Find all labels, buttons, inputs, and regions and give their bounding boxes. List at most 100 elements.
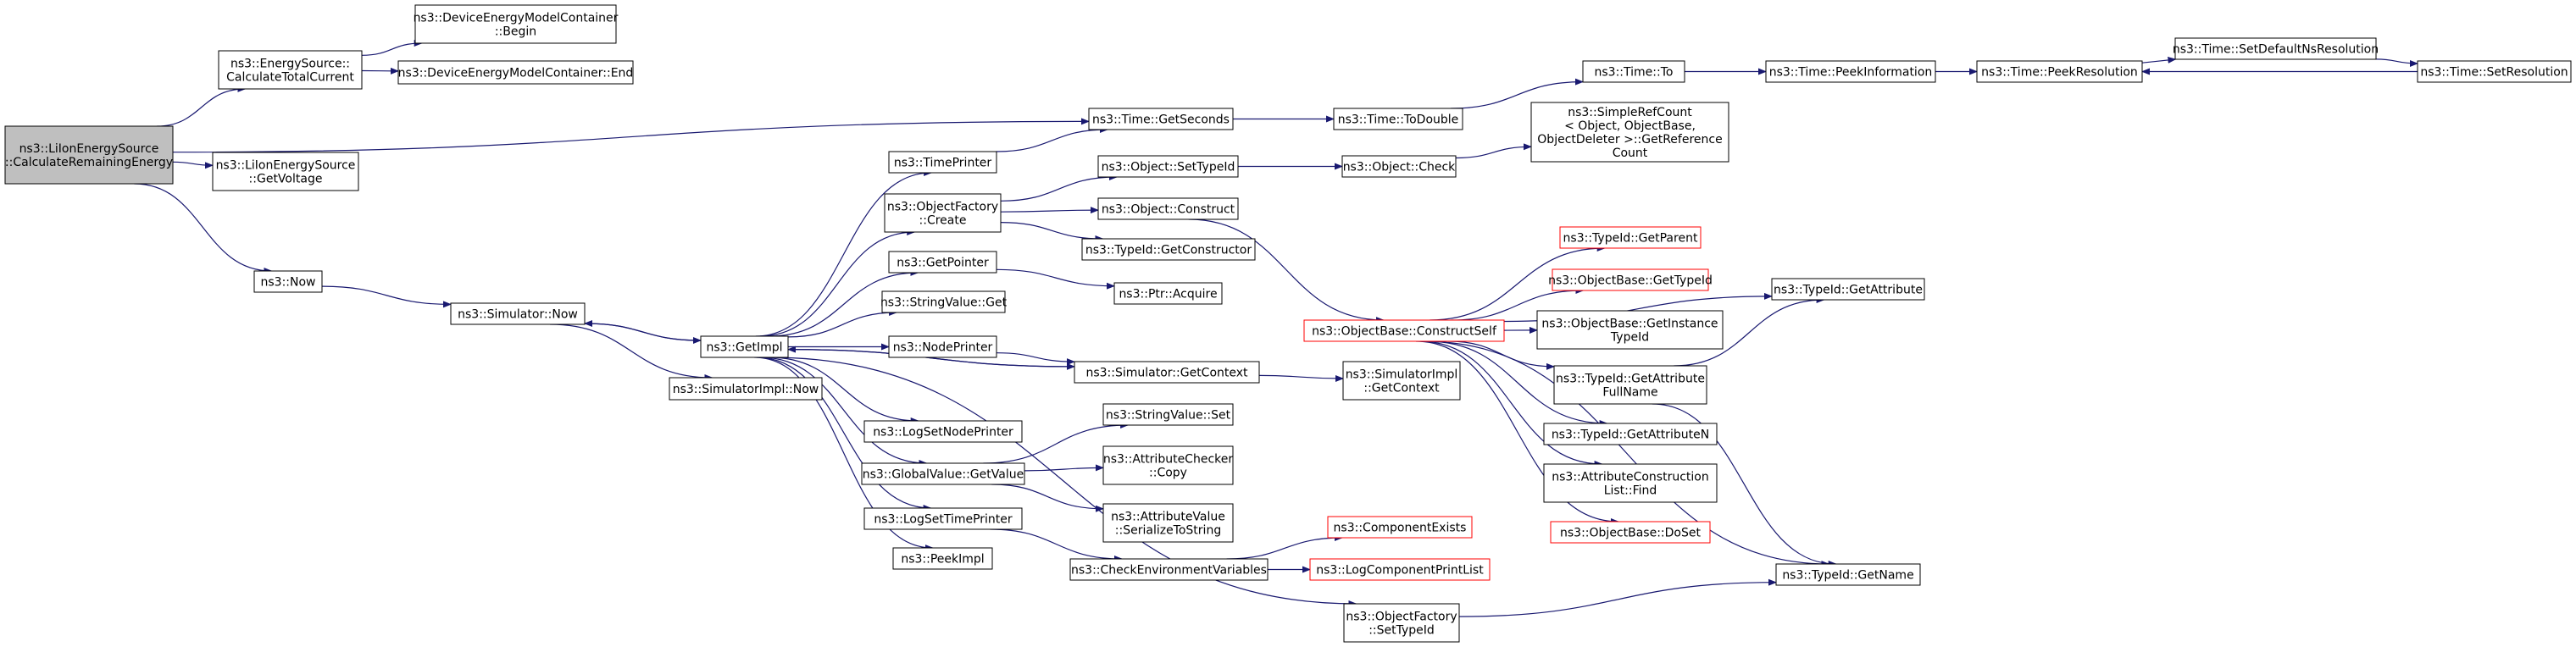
node-box[interactable]	[2174, 37, 2377, 60]
node-box[interactable]	[1976, 60, 2143, 83]
node-box[interactable]	[892, 547, 993, 570]
node-box[interactable]	[1327, 516, 1473, 539]
node-time_peekinfo[interactable]: ns3::Time::PeekInformation	[1765, 60, 1936, 83]
node-ptr_acquire[interactable]: ns3::Ptr::Acquire	[1113, 282, 1223, 305]
node-box[interactable]	[1771, 278, 1925, 301]
node-liion_getv[interactable]: ns3::LiIonEnergySource::GetVoltage	[212, 152, 359, 191]
node-box[interactable]	[1102, 403, 1234, 426]
node-time_todouble[interactable]: ns3::Time::ToDouble	[1333, 108, 1463, 130]
node-box[interactable]	[1309, 558, 1491, 581]
node-box[interactable]	[1543, 463, 1718, 503]
node-box[interactable]	[888, 251, 997, 274]
node-box[interactable]	[1543, 423, 1718, 445]
node-box[interactable]	[1069, 558, 1269, 581]
node-box[interactable]	[1303, 319, 1505, 342]
node-box[interactable]	[4, 125, 174, 185]
node-getpointer[interactable]: ns3::GetPointer	[888, 251, 997, 274]
node-logtimeprinter[interactable]: ns3::LogSetTimePrinter	[863, 507, 1023, 530]
node-logcompprint[interactable]: ns3::LogComponentPrintList	[1309, 558, 1491, 581]
node-box[interactable]	[863, 420, 1023, 443]
node-box[interactable]	[1765, 60, 1936, 83]
node-attrvalue_ser[interactable]: ns3::AttributeValue::SerializeToString	[1102, 503, 1234, 543]
node-sim_getcontext[interactable]: ns3::Simulator::GetContext	[1074, 361, 1260, 384]
node-obj_check[interactable]: ns3::Object::Check	[1341, 155, 1457, 178]
node-box[interactable]	[1530, 102, 1729, 163]
node-time_setdefns[interactable]: ns3::Time::SetDefaultNsResolution	[2173, 37, 2379, 60]
node-typeid_getparent[interactable]: ns3::TypeId::GetParent	[1559, 226, 1702, 249]
node-box[interactable]	[2417, 60, 2572, 83]
node-box[interactable]	[397, 60, 634, 85]
node-time_getseconds[interactable]: ns3::Time::GetSeconds	[1088, 108, 1234, 130]
node-box[interactable]	[881, 290, 1006, 313]
node-box[interactable]	[888, 151, 997, 174]
node-ob_constructself[interactable]: ns3::ObjectBase::ConstructSelf	[1303, 319, 1505, 342]
node-ob_gettypeid[interactable]: ns3::ObjectBase::GetTypeId	[1548, 268, 1713, 291]
node-dem_begin[interactable]: ns3::DeviceEnergyModelContainer::Begin	[414, 4, 619, 44]
node-box[interactable]	[1553, 365, 1707, 405]
node-es_ctc[interactable]: ns3::EnergySource::CalculateTotalCurrent	[218, 50, 363, 90]
node-of_settypeid[interactable]: ns3::ObjectFactory::SetTypeId	[1343, 603, 1460, 643]
node-box[interactable]	[218, 50, 363, 90]
node-box[interactable]	[1088, 108, 1234, 130]
node-box[interactable]	[1536, 310, 1724, 350]
node-box[interactable]	[1074, 361, 1260, 384]
node-attrchecker_copy[interactable]: ns3::AttributeChecker::Copy	[1102, 445, 1234, 485]
node-box[interactable]	[700, 335, 789, 358]
node-getimpl[interactable]: ns3::GetImpl	[700, 335, 789, 358]
node-time_peekres[interactable]: ns3::Time::PeekResolution	[1976, 60, 2143, 83]
node-box[interactable]	[1342, 361, 1461, 401]
node-typeid_getattrn[interactable]: ns3::TypeId::GetAttributeN	[1543, 423, 1718, 445]
node-box[interactable]	[1582, 60, 1685, 83]
node-box[interactable]	[1113, 282, 1223, 305]
node-dem_end[interactable]: ns3::DeviceEnergyModelContainer::End	[397, 60, 634, 85]
node-typeid_getctor[interactable]: ns3::TypeId::GetConstructor	[1081, 238, 1256, 261]
node-time_setres[interactable]: ns3::Time::SetResolution	[2417, 60, 2572, 83]
node-box[interactable]	[1097, 155, 1239, 178]
node-typeid_getname[interactable]: ns3::TypeId::GetName	[1775, 563, 1921, 586]
node-lognodeprinter[interactable]: ns3::LogSetNodePrinter	[863, 420, 1023, 443]
node-box[interactable]	[1550, 521, 1711, 544]
node-box[interactable]	[253, 270, 323, 293]
node-box[interactable]	[884, 193, 1002, 233]
node-box[interactable]	[1333, 108, 1463, 130]
node-sim_now[interactable]: ns3::Simulator::Now	[450, 302, 586, 325]
node-gv_getvalue[interactable]: ns3::GlobalValue::GetValue	[861, 462, 1025, 485]
node-simplerefcount[interactable]: ns3::SimpleRefCount< Object, ObjectBase,…	[1530, 102, 1729, 163]
node-box[interactable]	[1343, 603, 1460, 643]
node-box[interactable]	[414, 4, 617, 44]
node-box[interactable]	[888, 335, 997, 358]
node-obj_construct[interactable]: ns3::Object::Construct	[1097, 197, 1239, 220]
node-time_to[interactable]: ns3::Time::To	[1582, 60, 1685, 83]
node-root[interactable]: ns3::LiIonEnergySource::CalculateRemaini…	[4, 125, 174, 185]
node-compexists[interactable]: ns3::ComponentExists	[1327, 516, 1473, 539]
node-simimpl_now[interactable]: ns3::SimulatorImpl::Now	[669, 377, 823, 401]
node-box[interactable]	[1775, 563, 1921, 586]
node-timeprinter[interactable]: ns3::TimePrinter	[888, 151, 997, 174]
node-typeid_getattr[interactable]: ns3::TypeId::GetAttribute	[1771, 278, 1925, 301]
node-box[interactable]	[863, 507, 1023, 530]
node-box[interactable]	[669, 377, 823, 401]
node-simimpl_getcontext[interactable]: ns3::SimulatorImpl::GetContext	[1342, 361, 1461, 401]
node-box[interactable]	[1552, 268, 1709, 291]
node-box[interactable]	[450, 302, 586, 325]
node-peekimpl[interactable]: ns3::PeekImpl	[892, 547, 993, 570]
node-box[interactable]	[1102, 445, 1234, 485]
node-of_create[interactable]: ns3::ObjectFactory::Create	[884, 193, 1002, 233]
node-ob_doset[interactable]: ns3::ObjectBase::DoSet	[1550, 521, 1711, 544]
node-box[interactable]	[1102, 503, 1234, 543]
node-box[interactable]	[1081, 238, 1256, 261]
node-box[interactable]	[861, 462, 1025, 485]
node-sv_set[interactable]: ns3::StringValue::Set	[1102, 403, 1234, 426]
node-box[interactable]	[1559, 226, 1702, 249]
node-box[interactable]	[1341, 155, 1457, 178]
node-box[interactable]	[212, 152, 359, 191]
node-checkenv[interactable]: ns3::CheckEnvironmentVariables	[1069, 558, 1269, 581]
node-obj_settypeid[interactable]: ns3::Object::SetTypeId	[1097, 155, 1239, 178]
node-now[interactable]: ns3::Now	[253, 270, 323, 293]
node-box[interactable]	[1097, 197, 1239, 220]
node-sv_get[interactable]: ns3::StringValue::Get	[880, 290, 1008, 313]
node-nodeprinter[interactable]: ns3::NodePrinter	[888, 335, 997, 358]
